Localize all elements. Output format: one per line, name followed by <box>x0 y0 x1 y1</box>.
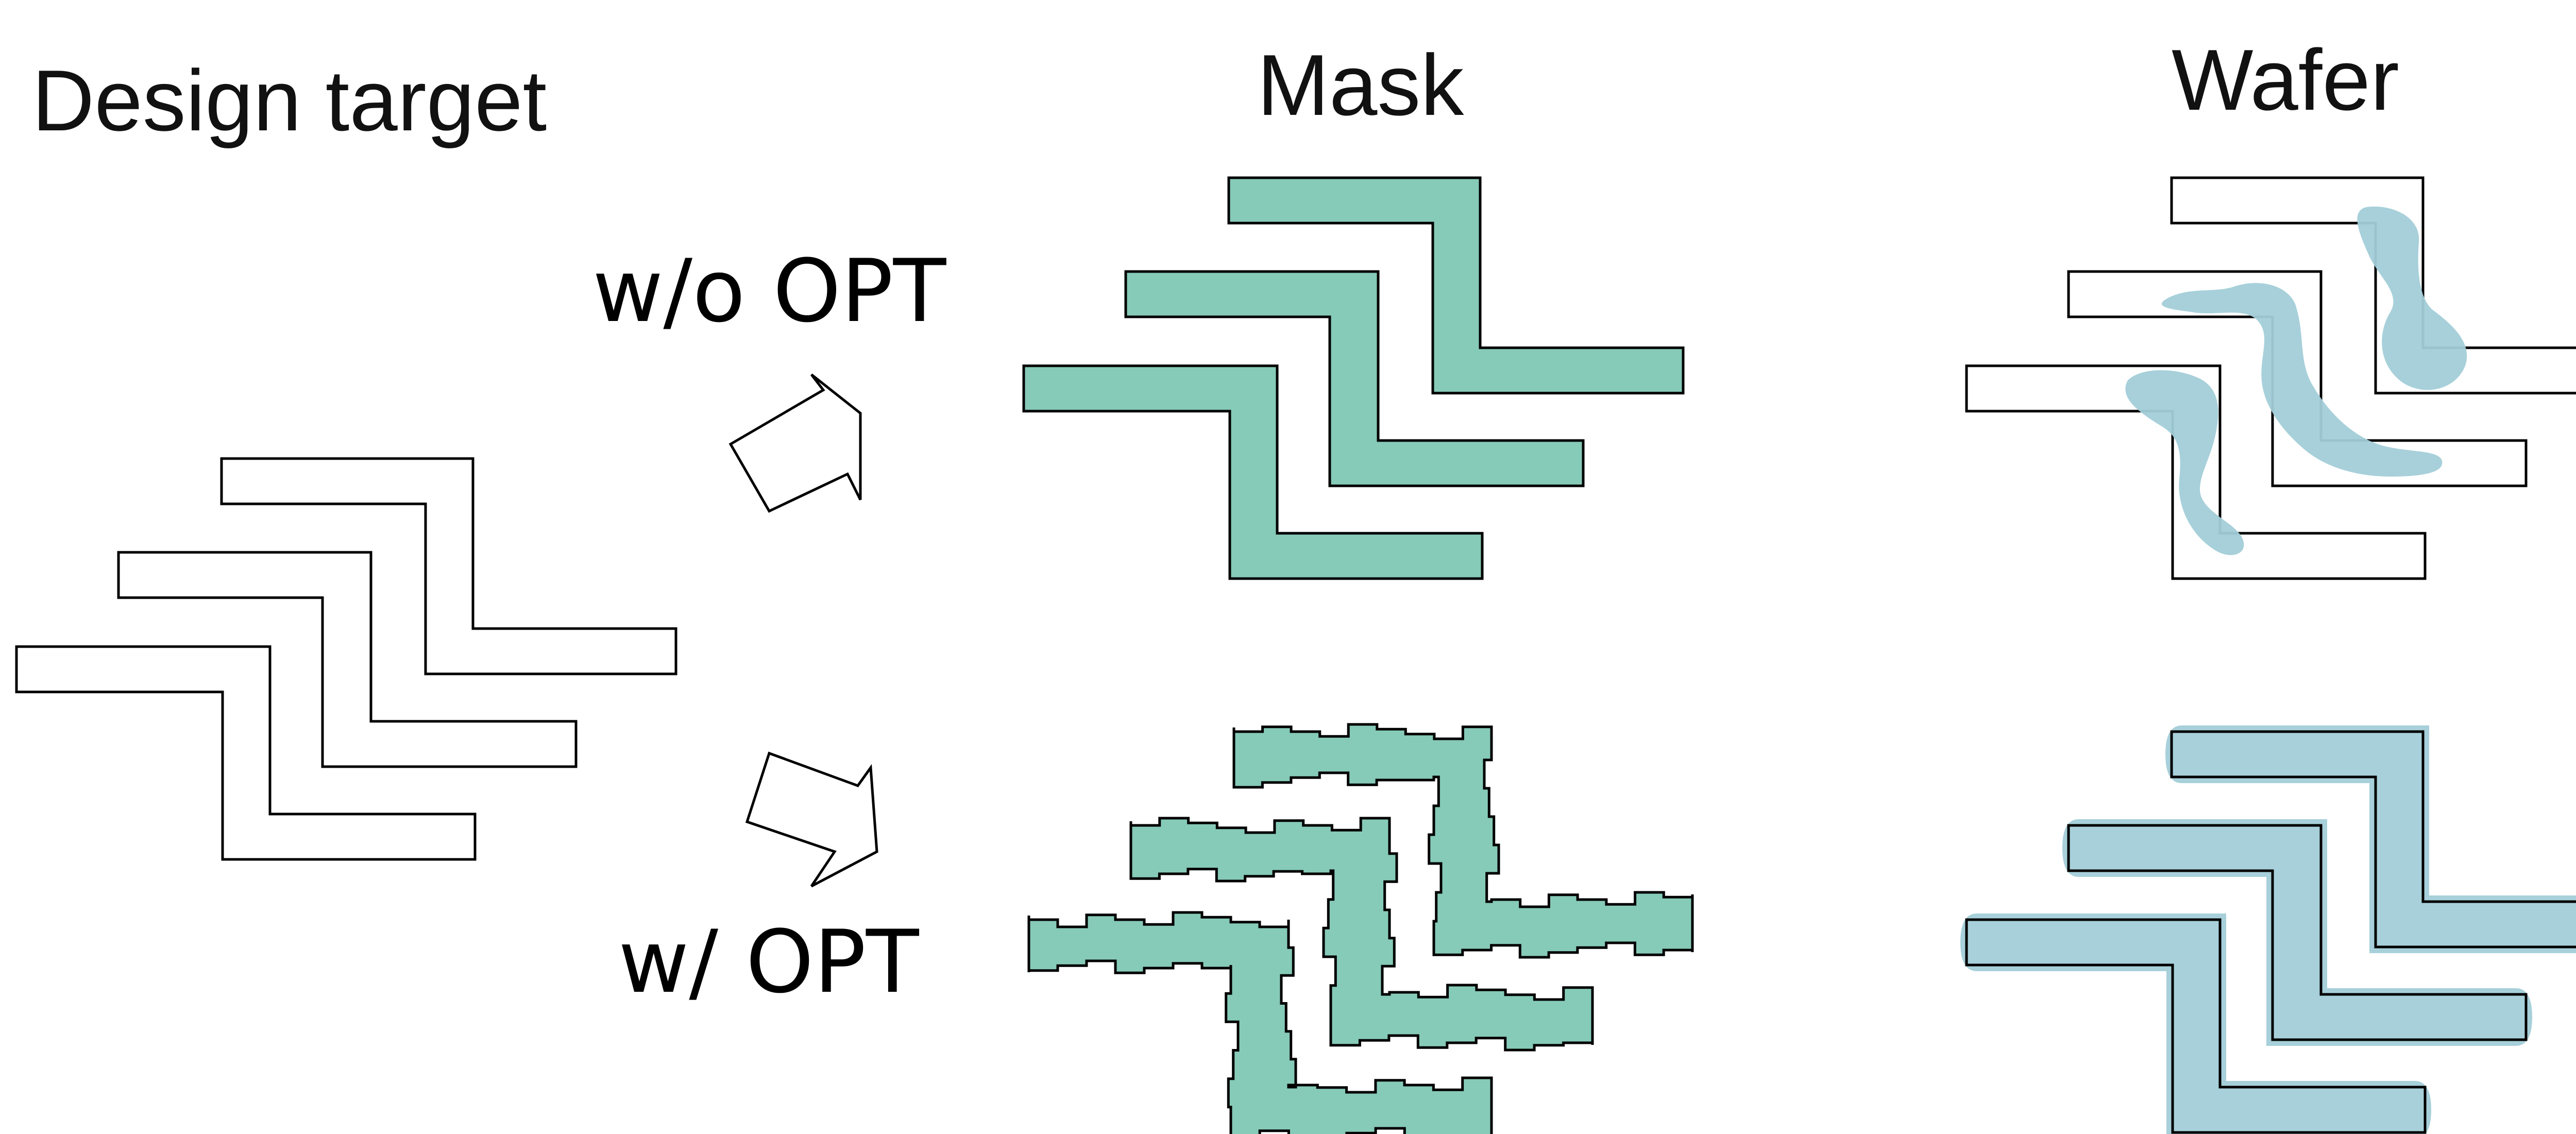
wafer-target-polygon-2 <box>2067 270 2528 487</box>
printed-blob-1 <box>2357 206 2467 390</box>
opt-mask-polygon-1 <box>1232 723 1694 959</box>
design-target-layout <box>15 457 677 861</box>
wafer-target-polygon-3 <box>1965 364 2427 580</box>
opt-mask-polygon-2 <box>1129 817 1594 1052</box>
wafer-with-opt-prints <box>1960 725 2576 1134</box>
wafer-with-opt-targets <box>1965 730 2576 1134</box>
mask-polygon-3 <box>1022 364 1484 580</box>
wafer-without-opt-targets <box>1965 176 2576 580</box>
wafer-without-opt <box>1965 176 2576 580</box>
opt-printed-shape-3 <box>1960 913 2431 1134</box>
heading-mask: Mask <box>1257 37 1464 133</box>
printed-blob-2 <box>2161 283 2443 477</box>
wafer-without-opt-prints <box>2125 206 2467 555</box>
design-polygon-1 <box>220 457 677 675</box>
heading-design-target: Design target <box>32 52 547 149</box>
heading-wafer: Wafer <box>2172 31 2399 128</box>
arrow-to-with-opt <box>745 751 878 888</box>
opt-printed-shape-2 <box>2062 819 2532 1046</box>
design-polygon-3 <box>15 645 477 861</box>
design-polygon-2 <box>117 551 578 768</box>
opt-mask-polygon-3 <box>1027 911 1493 1134</box>
opt-printed-shape-1 <box>2165 725 2576 953</box>
mask-polygon-1 <box>1227 176 1685 395</box>
wafer-opt-target-polygon-2 <box>2067 824 2528 1041</box>
wafer-opt-target-polygon-1 <box>2170 730 2576 949</box>
wafer-opt-target-polygon-3 <box>1965 918 2427 1134</box>
mask-polygon-2 <box>1124 270 1585 487</box>
mask-with-opt <box>1027 723 1694 1134</box>
wafer-with-opt <box>1960 725 2576 1134</box>
printed-blob-3 <box>2125 370 2244 555</box>
wafer-target-polygon-1 <box>2170 176 2576 395</box>
mask-without-opt <box>1022 176 1685 580</box>
label-without-opt: w/o OPT <box>592 241 947 342</box>
label-with-opt: w/ OPT <box>618 911 920 1012</box>
arrow-to-without-opt <box>728 374 862 513</box>
